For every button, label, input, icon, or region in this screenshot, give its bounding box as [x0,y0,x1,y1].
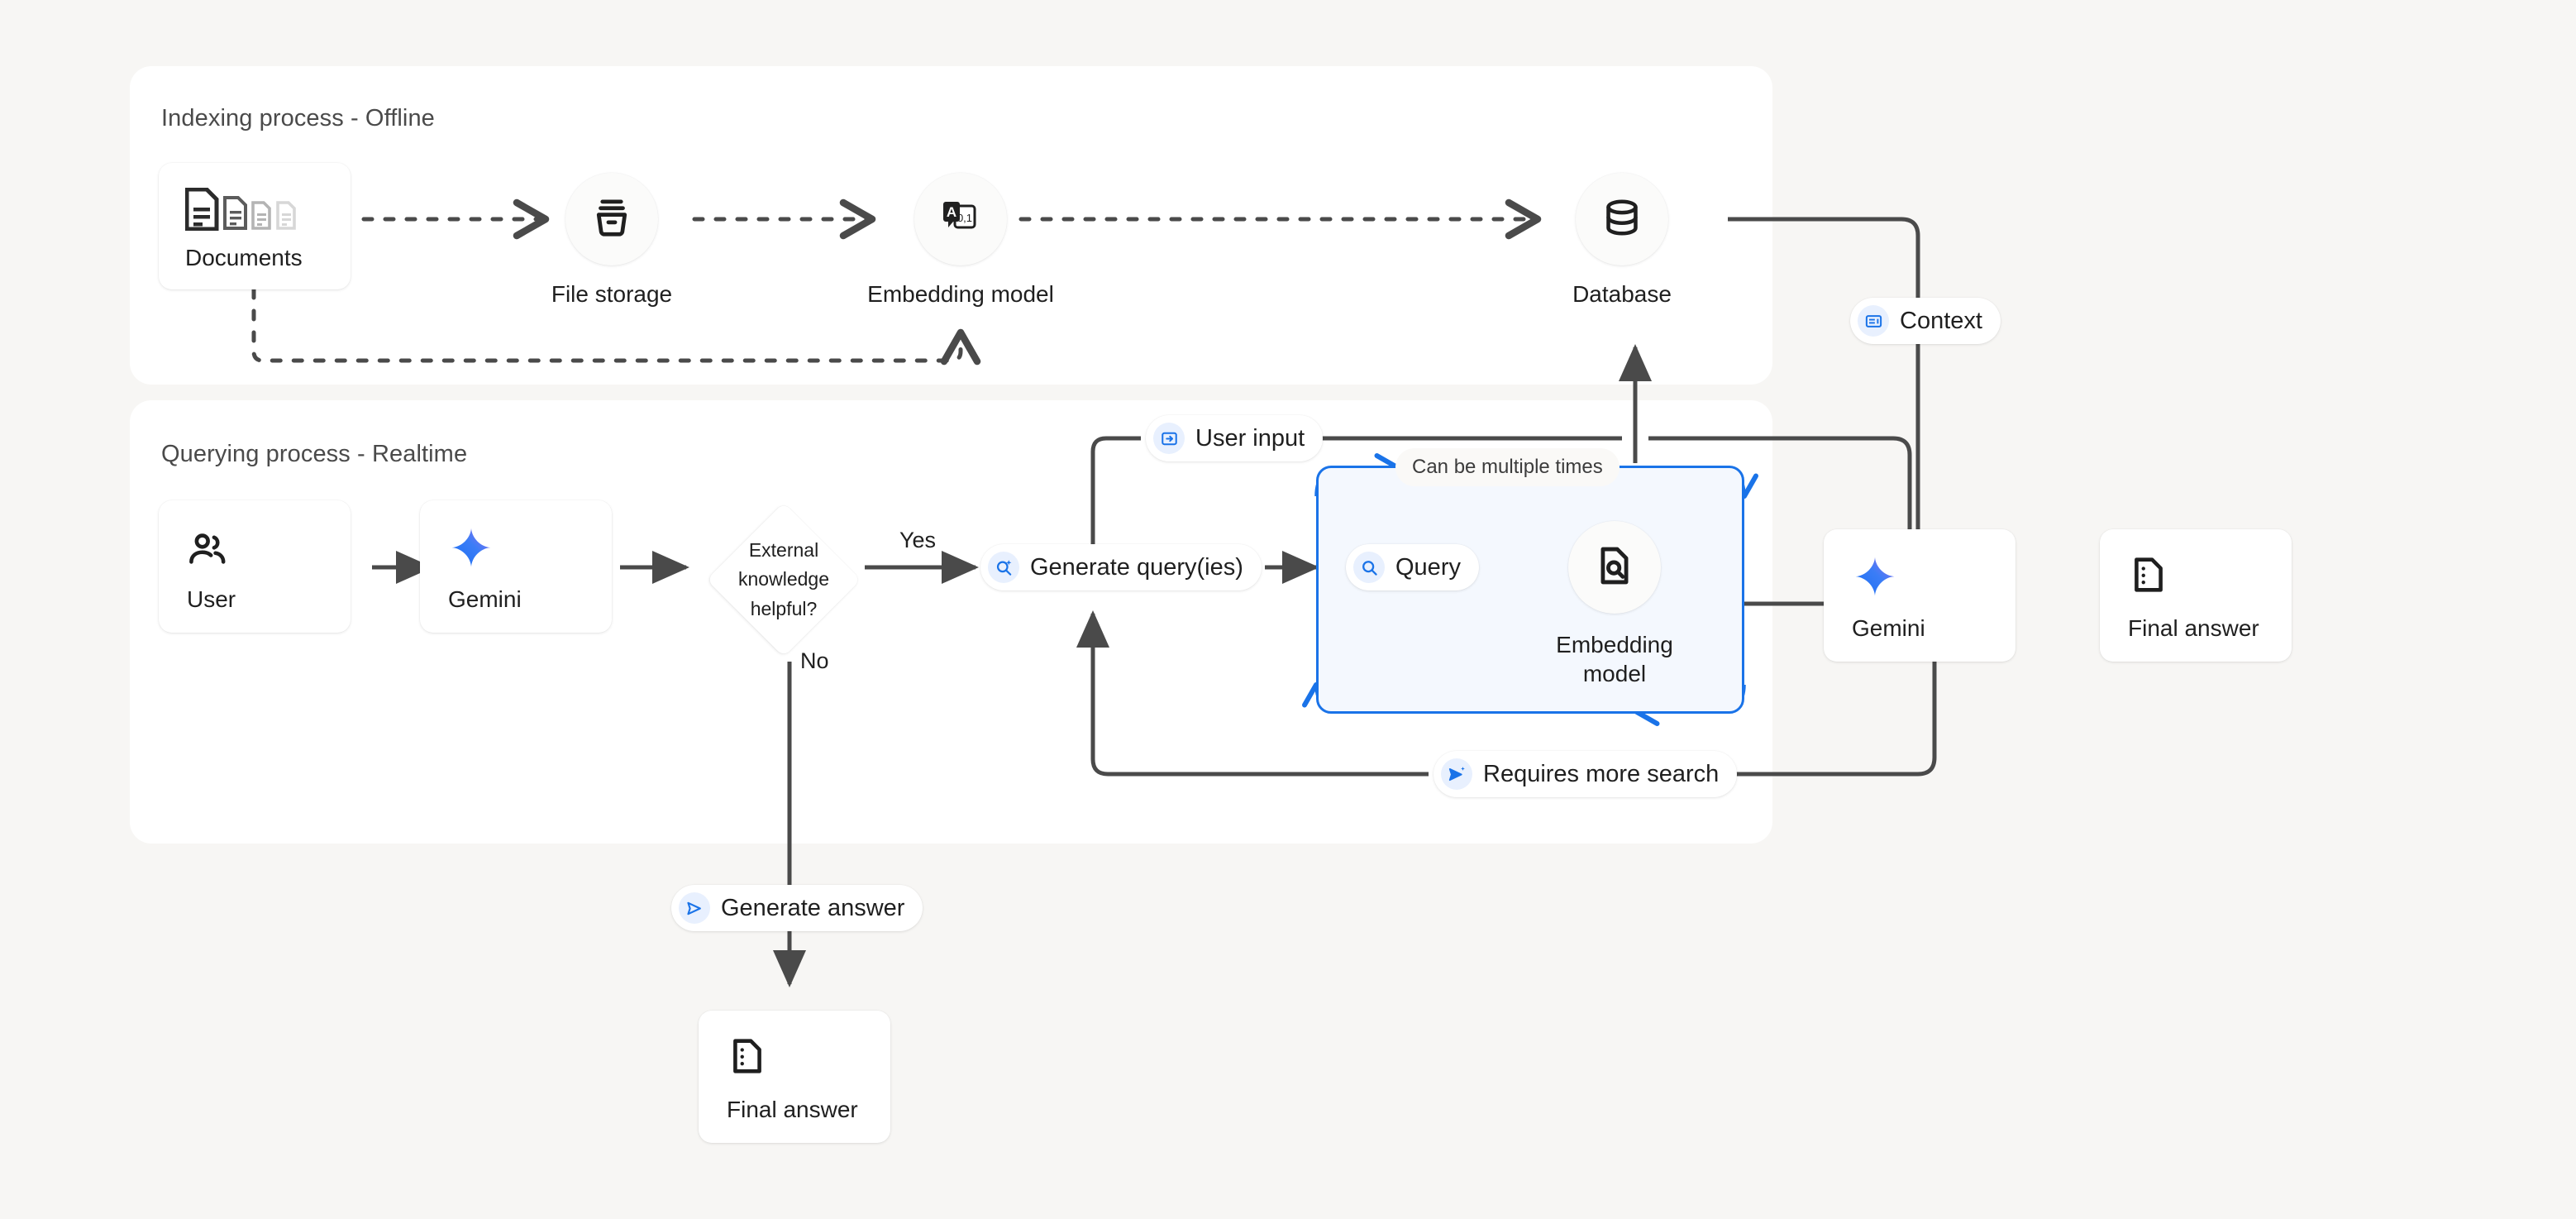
loop-caption: Can be multiple times [1395,448,1620,486]
documents-icon [185,188,309,235]
embedding-model-icon: 0,1 A [937,194,984,245]
card-gemini-right-label: Gemini [1852,615,1925,642]
pill-query-label: Query [1395,554,1461,581]
database-icon [1600,196,1643,243]
node-embedding-model-query[interactable] [1568,521,1661,614]
pill-user-input-label: User input [1195,425,1305,452]
node-database[interactable] [1576,173,1668,265]
card-final-answer-right[interactable]: Final answer [2100,529,2292,662]
loop-caption-label: Can be multiple times [1412,456,1603,479]
card-gemini-right[interactable]: Gemini [1824,529,2015,662]
pill-generate-answer-label: Generate answer [721,895,904,922]
send-icon [679,892,710,924]
node-file-storage-label: File storage [504,281,719,308]
card-user-label: User [187,586,236,613]
card-gemini-left-label: Gemini [448,586,522,613]
document-search-icon [1593,544,1636,591]
pill-generate-answer[interactable]: Generate answer [671,885,923,931]
search-sparkle-icon [988,552,1019,583]
panel-querying-title: Querying process - Realtime [161,441,467,468]
card-final-answer-bottom[interactable]: Final answer [699,1011,890,1143]
answer-doc-icon [727,1035,768,1081]
login-icon [1153,423,1185,454]
card-gemini-left[interactable]: Gemini [420,500,612,633]
decision-external-knowledge[interactable]: External knowledge helpful? [707,503,861,657]
card-documents-label: Documents [185,245,303,271]
card-final-answer-right-label: Final answer [2128,615,2259,642]
pill-requires-more-search-label: Requires more search [1483,761,1719,788]
edge-label-yes: Yes [899,528,936,553]
answer-doc-icon [2128,554,2169,600]
node-embedding-model-indexing[interactable]: 0,1 A [914,173,1007,265]
send-sparkle-icon [1441,758,1472,790]
user-group-icon [187,528,228,574]
card-documents[interactable]: Documents [159,163,351,289]
panel-indexing-title: Indexing process - Offline [161,105,435,132]
pill-context-label: Context [1900,308,1982,335]
pill-user-input[interactable]: User input [1146,415,1323,461]
node-embedding-model-indexing-label: Embedding model [853,281,1068,308]
file-storage-icon [589,195,634,244]
svg-text:A: A [947,204,956,220]
node-file-storage[interactable] [565,173,658,265]
edge-label-no: No [800,648,829,674]
pill-generate-queries-label: Generate query(ies) [1030,554,1243,581]
search-icon [1353,552,1385,583]
context-card-icon [1858,305,1889,337]
pill-context[interactable]: Context [1850,298,2001,344]
pill-generate-queries[interactable]: Generate query(ies) [980,544,1262,590]
gemini-sparkle-icon [448,525,494,576]
pill-query[interactable]: Query [1346,544,1479,590]
node-database-label: Database [1515,281,1729,308]
pill-requires-more-search[interactable]: Requires more search [1433,751,1737,797]
decision-label: External knowledge helpful? [707,503,861,657]
node-embedding-model-query-label: Embedding model [1524,630,1705,688]
card-user[interactable]: User [159,500,351,633]
gemini-sparkle-icon [1852,554,1898,605]
card-final-answer-bottom-label: Final answer [727,1097,858,1123]
